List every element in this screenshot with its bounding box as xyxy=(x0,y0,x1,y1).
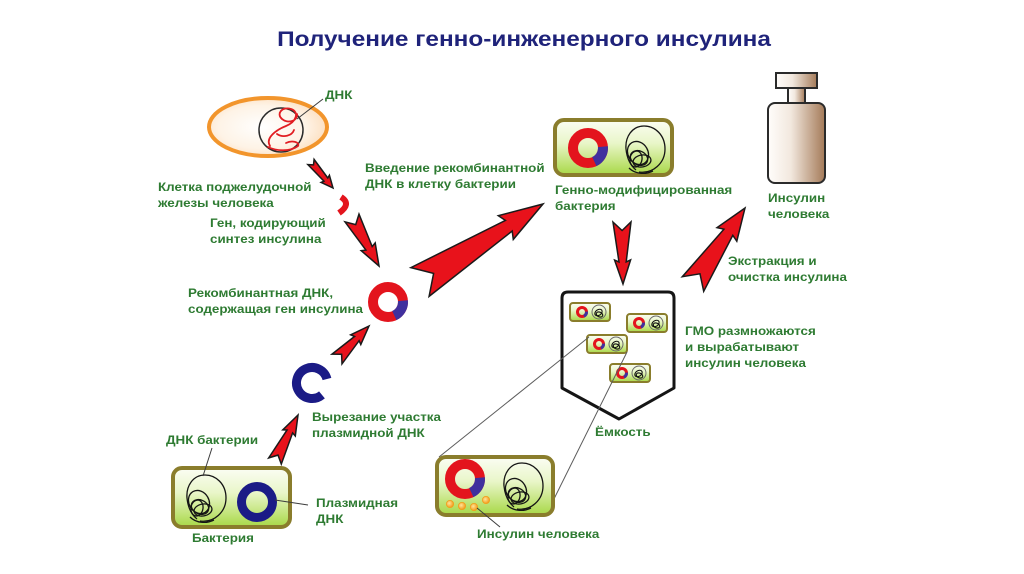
label-line: Рекомбинантная ДНК, xyxy=(188,286,334,300)
arrow-gm-bacterium-to-container xyxy=(611,219,632,287)
label-line: Генно-модифицированная xyxy=(555,183,733,197)
insulin-gene-label: Ген, кодирующий синтез инсулина xyxy=(210,215,326,247)
mini-insulin-gene-segment xyxy=(640,322,645,329)
plasmid-excision-label: Вырезание участка плазмидной ДНК xyxy=(312,409,441,441)
gm-bacterium-label: Генно-модифицированная бактерия xyxy=(555,182,732,214)
mini-bacterium xyxy=(586,334,628,354)
vial-neck xyxy=(787,87,806,104)
mini-bacterium xyxy=(626,313,668,333)
container-label: Ёмкость xyxy=(595,424,651,440)
enlarged-insulin-gene-segment xyxy=(468,477,485,498)
recombinant-dna xyxy=(368,282,408,322)
insulin-vial-label: Инсулин человека xyxy=(768,190,829,222)
gm-insulin-gene-segment xyxy=(591,146,608,167)
cell-dna-pointer-line xyxy=(296,98,324,120)
label-line: плазмидной ДНК xyxy=(312,426,425,440)
label-line: Ёмкость xyxy=(595,425,651,439)
arrow-gene-to-recombinant-dna xyxy=(343,211,381,268)
insulin-granule xyxy=(469,502,478,511)
bacterial-dna-pointer-line xyxy=(202,447,213,477)
extraction-label: Экстракция и очистка инсулина xyxy=(728,253,847,285)
magnify-connector-line xyxy=(548,351,628,510)
pancreas-cell-label: Клетка поджелудочной железы человека xyxy=(158,179,312,211)
page-title: Получение генно-инженерного инсулина xyxy=(277,28,771,51)
label-line: ГМО размножаются xyxy=(685,324,816,338)
arrow-cell-to-gene xyxy=(306,157,335,190)
mini-insulin-gene-segment xyxy=(600,343,605,350)
vial-body xyxy=(767,102,826,184)
label-line: Введение рекомбинантной xyxy=(365,161,545,175)
label-line: инсулин человека xyxy=(685,356,806,370)
label-line: ДНК в клетку бактерии xyxy=(365,177,516,191)
human-dna xyxy=(267,107,300,152)
arrow-recombinant-dna-to-gm-bacterium xyxy=(408,202,546,299)
bacterium xyxy=(171,466,292,529)
vial-cap xyxy=(775,72,818,89)
arrow-cut-plasmid-to-recombinant-dna xyxy=(329,324,371,367)
gmo-production-label: ГМО размножаются и вырабатывают инсулин … xyxy=(685,323,816,371)
dna-strand xyxy=(267,107,298,147)
magnify-connector-line xyxy=(438,336,590,458)
label-line: Инсулин xyxy=(768,191,826,205)
label-line: содержащая ген инсулина xyxy=(188,302,363,316)
plasmid-dna xyxy=(237,482,277,522)
label-line: ДНК бактерии xyxy=(166,433,259,447)
label-line: человека xyxy=(768,207,830,221)
insulin-gene-segment xyxy=(391,300,408,321)
human-insulin-label: Инсулин человека xyxy=(477,526,599,542)
mini-insulin-gene-segment xyxy=(623,372,628,379)
insulin-granule xyxy=(457,501,466,510)
label-line: Бактерия xyxy=(192,531,254,545)
cell-dna-label: ДНК xyxy=(325,87,352,103)
arrow-container-to-vial xyxy=(680,206,747,294)
label-line: Вырезание участка xyxy=(312,410,441,424)
label-line: ДНК xyxy=(316,512,344,526)
label-line: Инсулин человека xyxy=(477,527,600,541)
label-line: синтез инсулина xyxy=(210,232,322,246)
label-line: железы человека xyxy=(158,196,274,210)
bacterium-label: Бактерия xyxy=(192,530,254,546)
introduction-label: Введение рекомбинантной ДНК в клетку бак… xyxy=(365,160,545,192)
insulin-gene-fragment xyxy=(337,194,349,216)
cell-membrane xyxy=(207,96,329,158)
cut-plasmid xyxy=(292,363,332,403)
bacterial-dna-label: ДНК бактерии xyxy=(166,432,258,448)
arrow-bacterium-to-cut-plasmid xyxy=(266,412,300,467)
mini-bacterium xyxy=(569,302,611,322)
dna-strand xyxy=(267,140,300,152)
pancreas-cell xyxy=(207,96,329,158)
insulin-pointer-line xyxy=(476,507,501,528)
insulin-vial xyxy=(767,72,826,184)
label-line: и вырабатывают xyxy=(685,340,800,354)
label-line: Ген, кодирующий xyxy=(210,216,326,230)
recombinant-dna-label: Рекомбинантная ДНК, содержащая ген инсул… xyxy=(188,285,363,317)
gm-bacterium-enlarged xyxy=(435,455,555,517)
label-line: бактерия xyxy=(555,199,616,213)
label-line: ДНК xyxy=(325,88,353,102)
insulin-granule xyxy=(481,495,490,504)
label-line: очистка инсулина xyxy=(728,270,847,284)
mini-insulin-gene-segment xyxy=(583,311,588,318)
label-line: Плазмидная xyxy=(316,496,399,510)
dna-strand xyxy=(276,129,295,137)
mini-bacterium xyxy=(609,363,651,383)
plasmid-dna-pointer-line xyxy=(274,499,309,506)
cell-nucleus xyxy=(258,107,304,153)
label-line: Экстракция и xyxy=(728,254,817,268)
plasmid-dna-label: Плазмидная ДНК xyxy=(316,495,398,527)
gm-bacterium xyxy=(553,118,674,177)
label-line: Клетка поджелудочной xyxy=(158,180,312,194)
insulin-granule xyxy=(445,499,454,508)
